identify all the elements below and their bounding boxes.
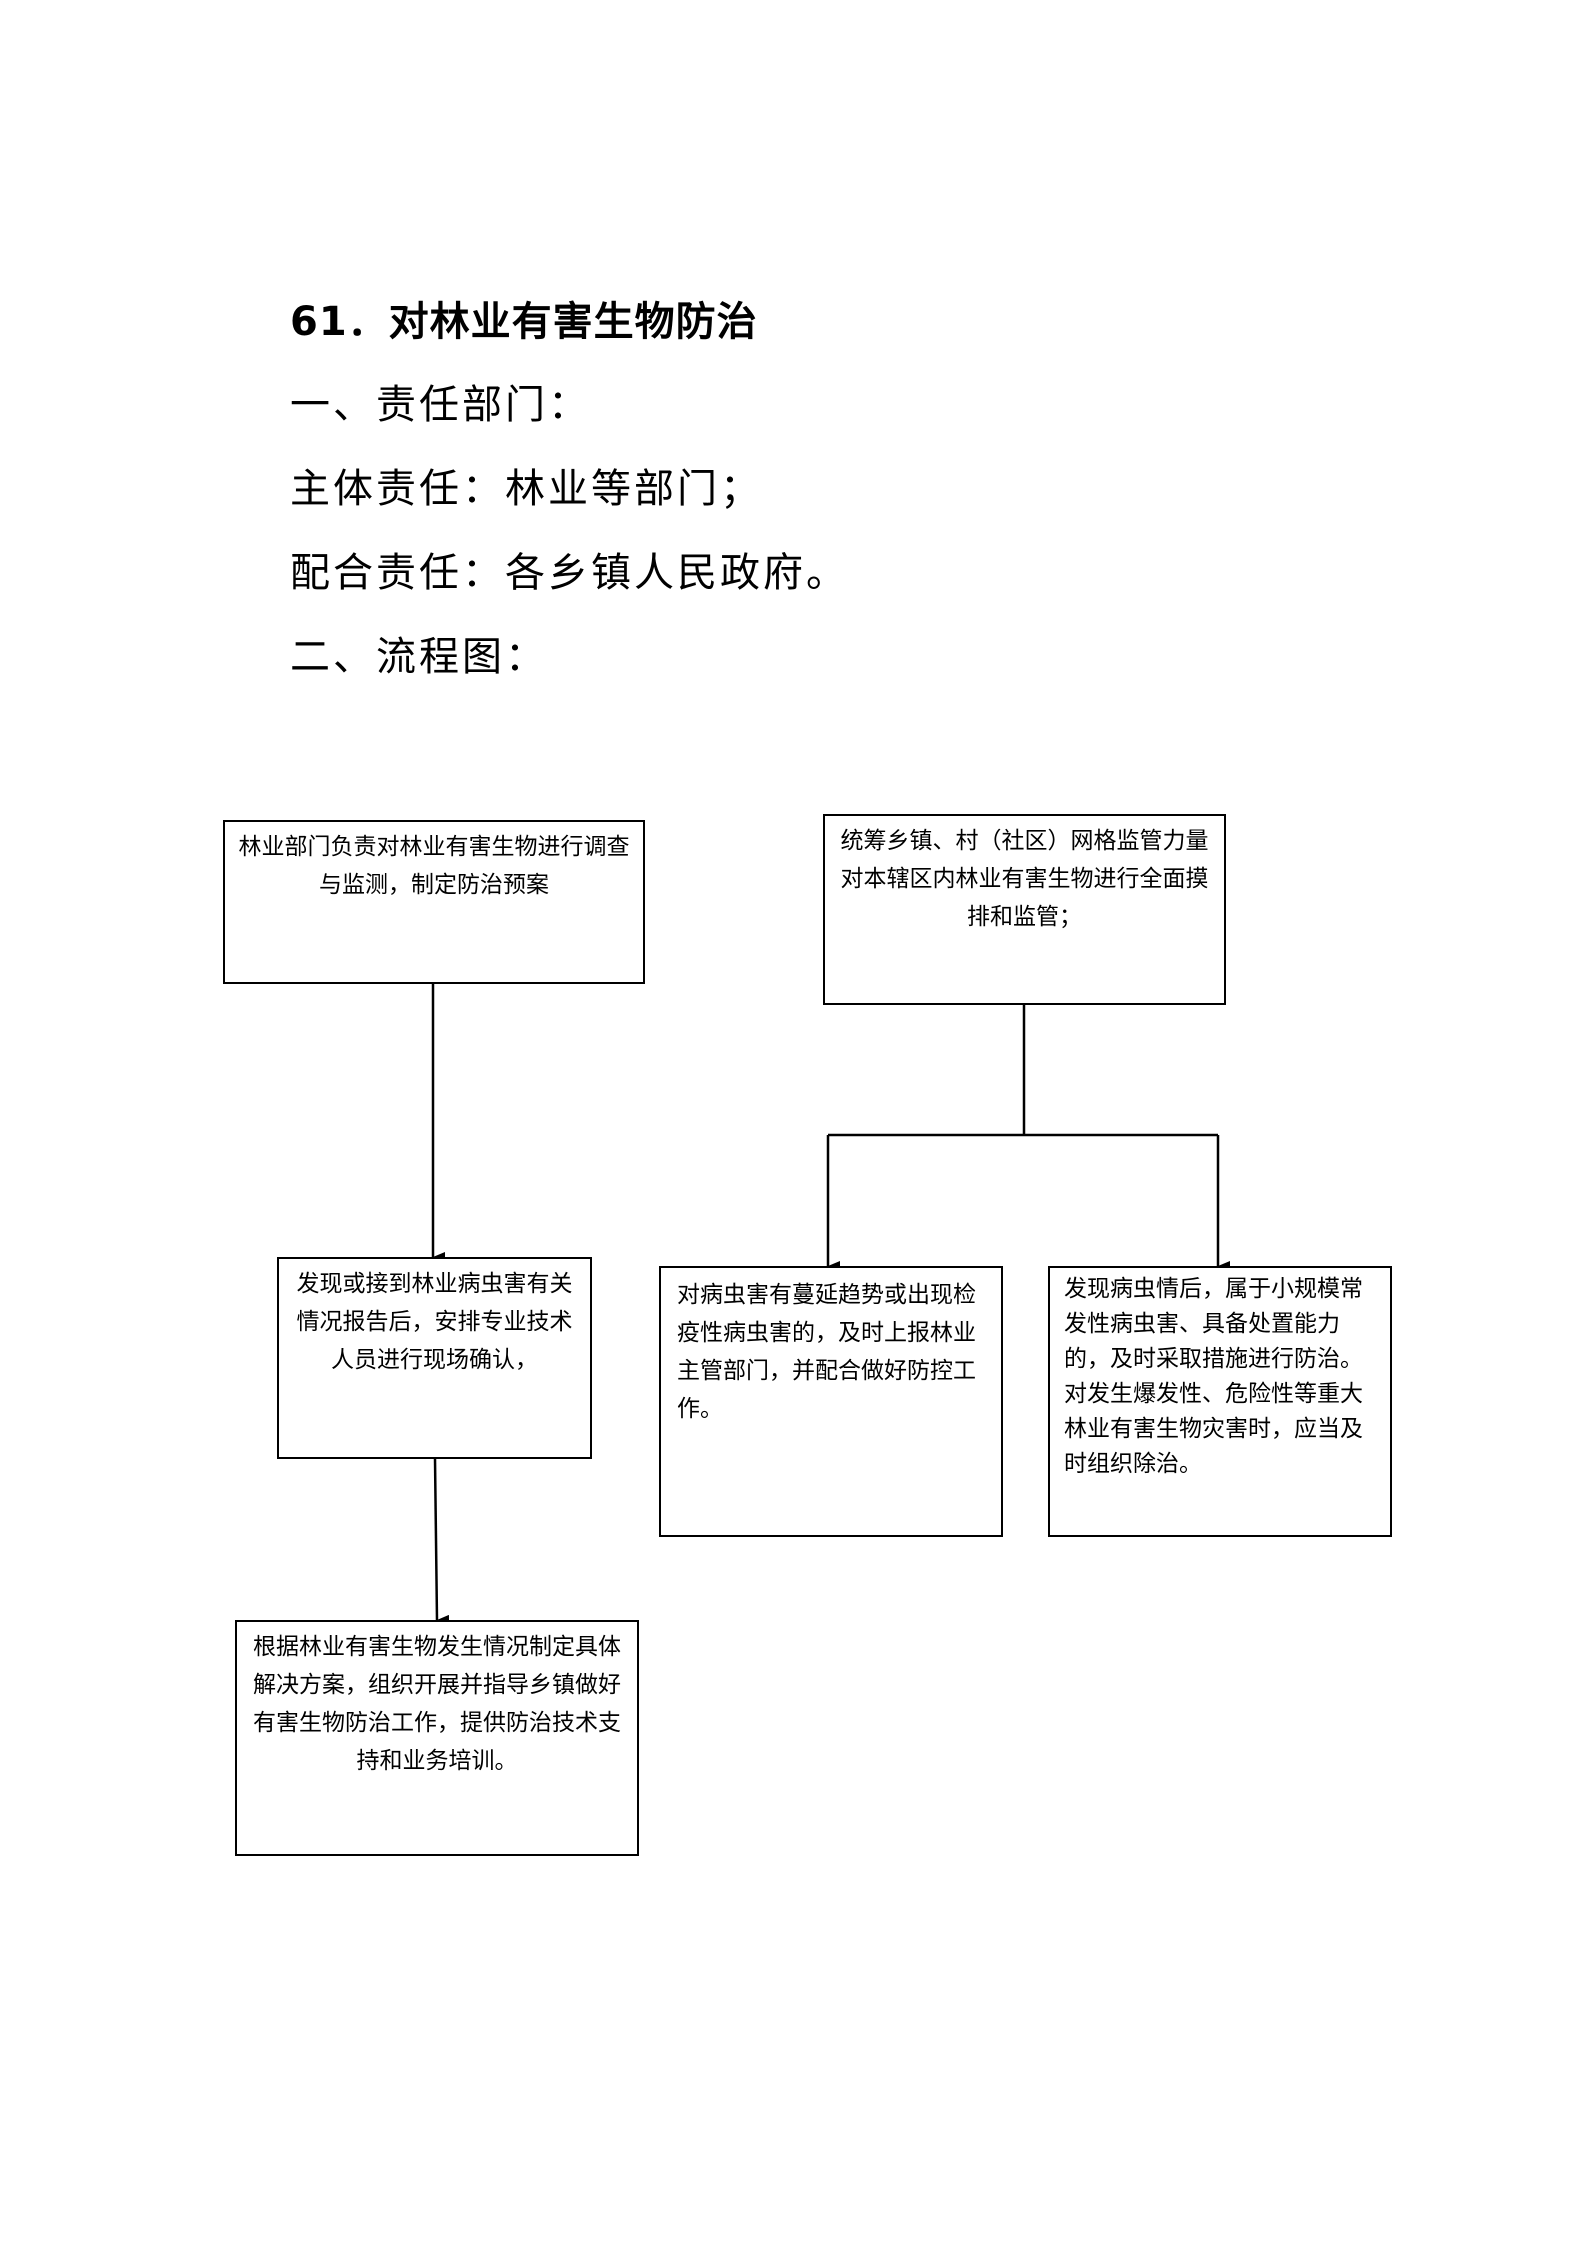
page-title: 61．对林业有害生物防治 (290, 299, 758, 345)
flow-left-step2: 发现或接到林业病虫害有关情况报告后，安排专业技术人员进行现场确认， (277, 1257, 592, 1459)
section-flowchart: 二、流程图： (290, 634, 548, 680)
flow-right-branch-a: 对病虫害有蔓延趋势或出现检疫性病虫害的，及时上报林业主管部门，并配合做好防控工作… (659, 1266, 1003, 1537)
primary-responsibility: 主体责任：林业等部门； (290, 466, 763, 512)
arrow-left-step2-to-step3 (433, 1458, 450, 1625)
section-responsible-departments: 一、责任部门： (290, 382, 591, 428)
supporting-responsibility: 配合责任：各乡镇人民政府。 (290, 550, 849, 596)
flow-right-branch-b: 发现病虫情后，属于小规模常发性病虫害、具备处置能力的，及时采取措施进行防治。对发… (1048, 1266, 1392, 1537)
flow-left-step3: 根据林业有害生物发生情况制定具体解决方案，组织开展并指导乡镇做好有害生物防治工作… (235, 1620, 639, 1856)
flow-right-step1: 统筹乡镇、村（社区）网格监管力量对本辖区内林业有害生物进行全面摸排和监管； (823, 814, 1226, 1005)
flow-left-step1: 林业部门负责对林业有害生物进行调查与监测，制定防治预案 (223, 820, 645, 984)
